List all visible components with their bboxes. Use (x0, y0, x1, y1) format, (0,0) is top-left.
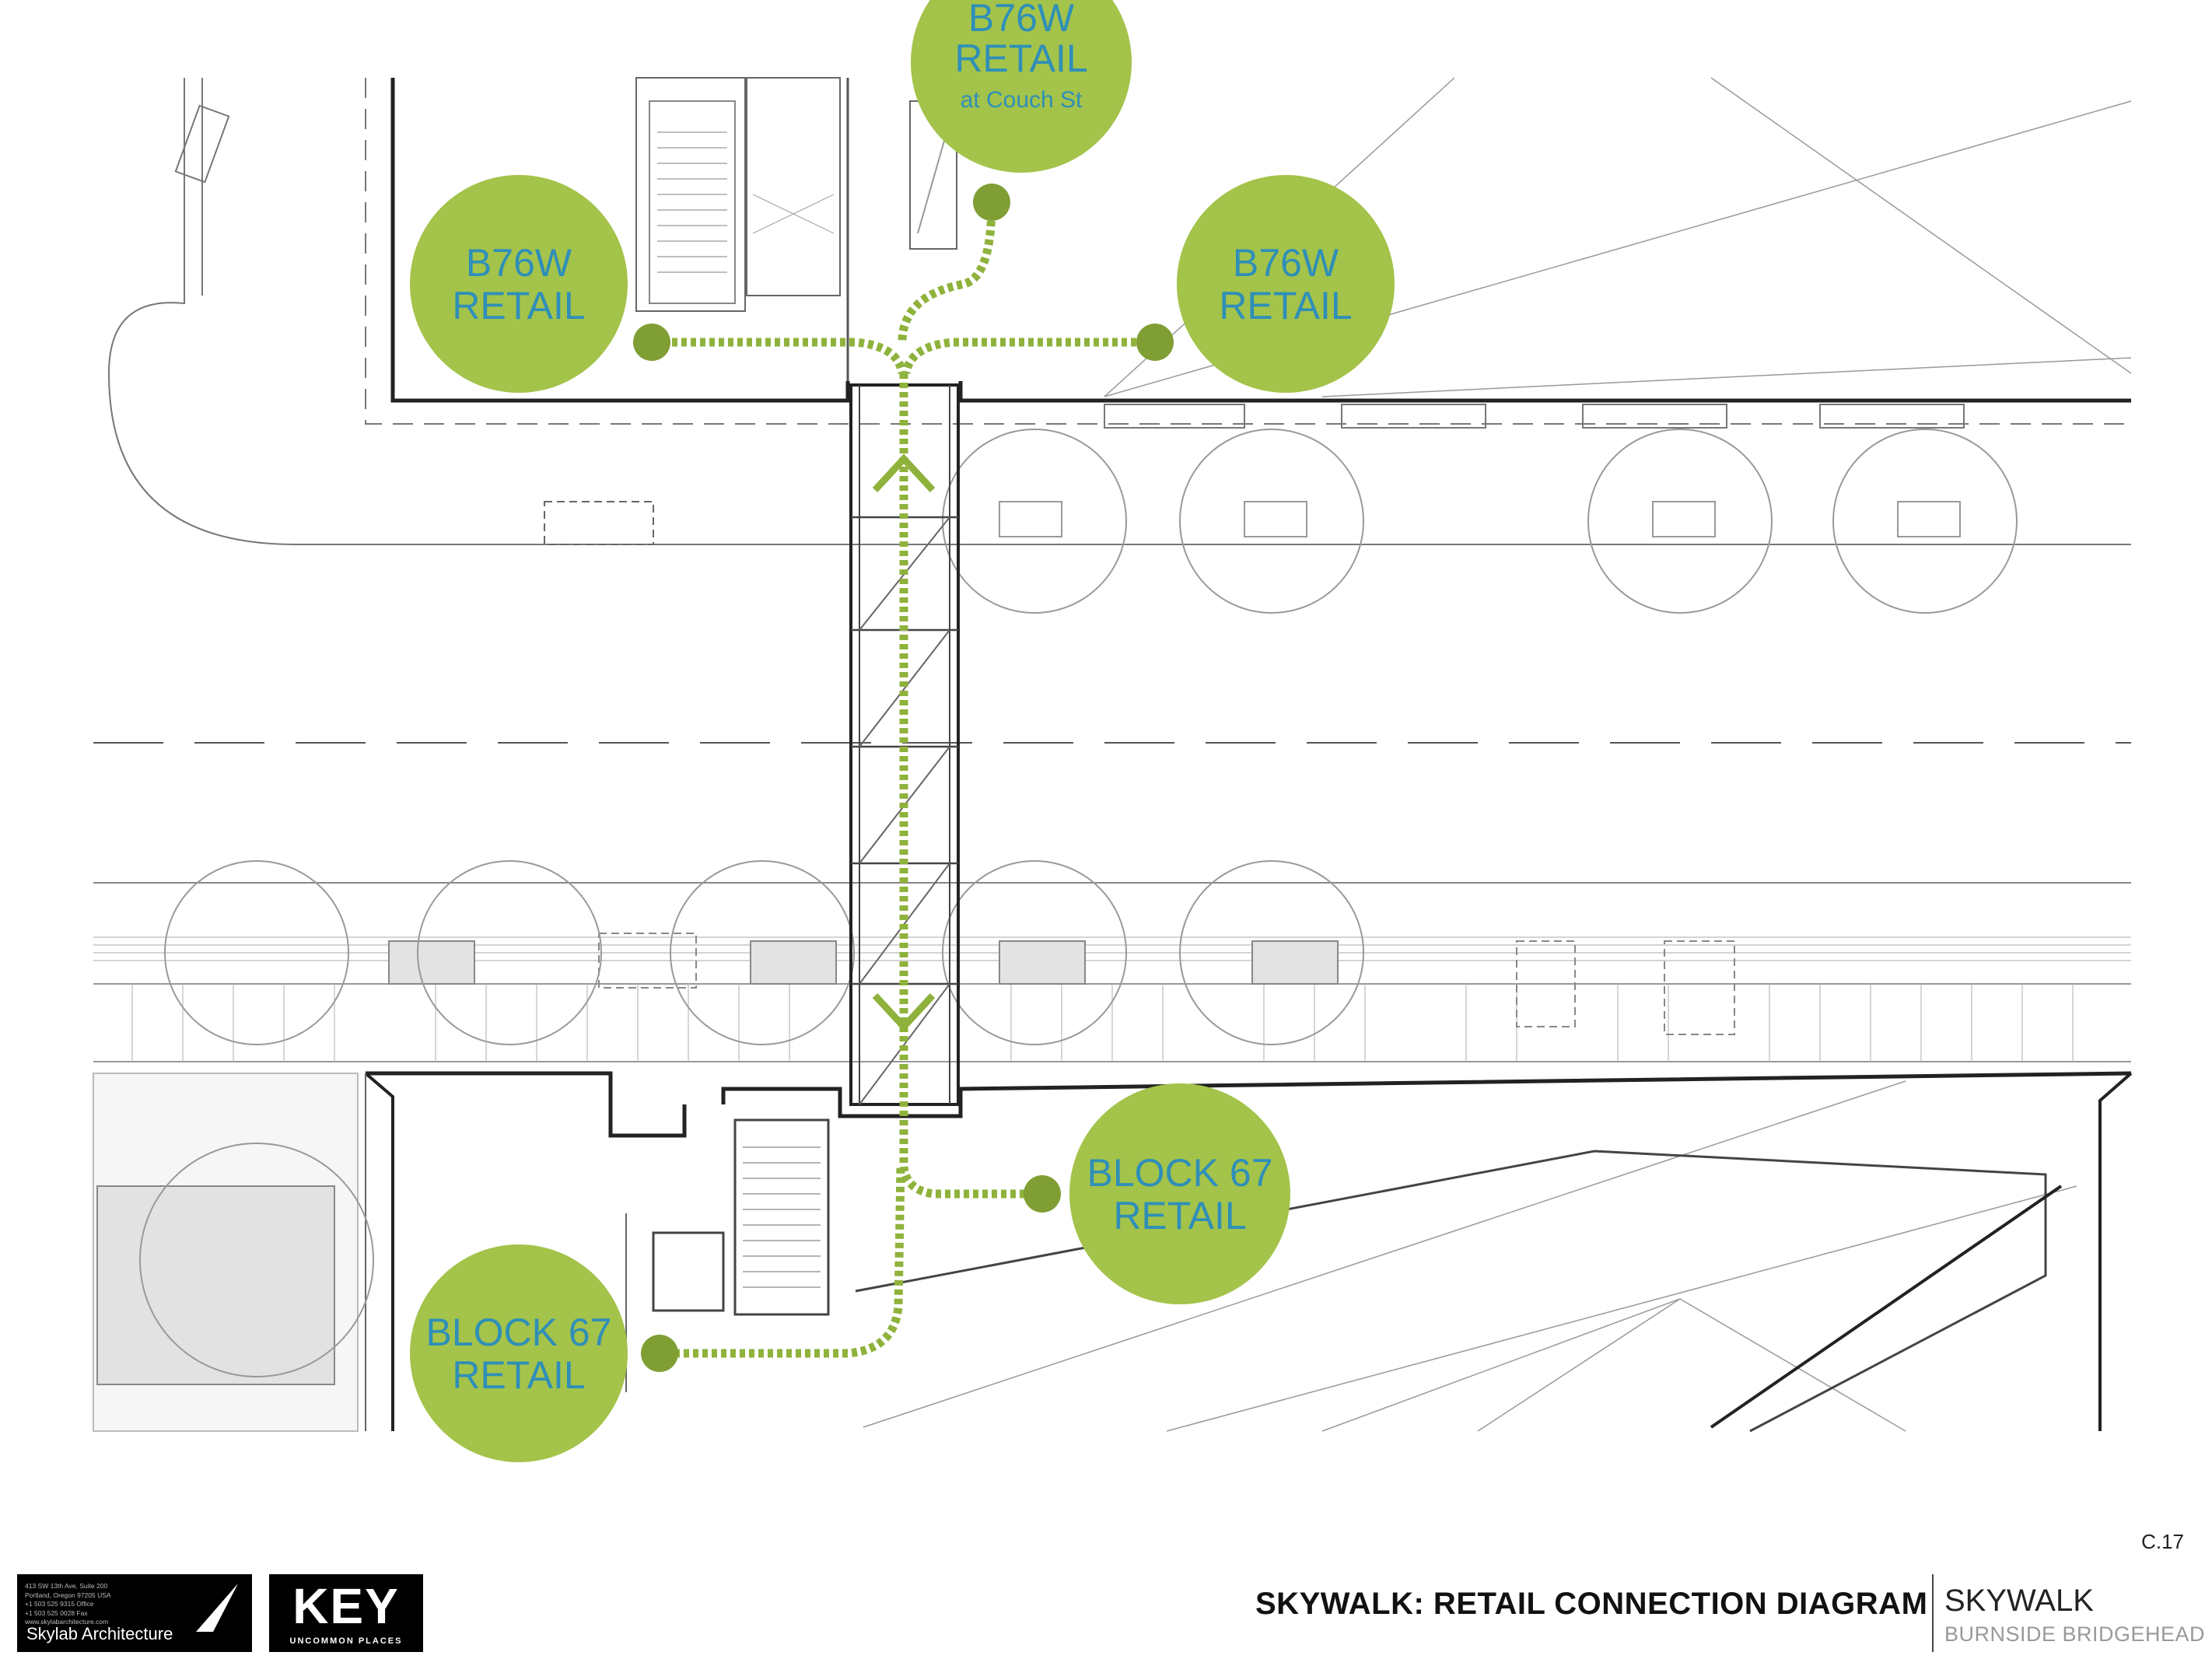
skylab-wedge-icon (196, 1584, 238, 1632)
bubble-circle (410, 1244, 628, 1462)
skywalk-bridge (849, 383, 960, 1106)
bubble-circle (410, 175, 628, 393)
connection-dot (633, 324, 670, 361)
base-linework (93, 77, 2133, 1433)
bubble-label: RETAIL (954, 37, 1087, 80)
skylab-logo: 413 SW 13th Ave, Suite 200 Portland, Ore… (17, 1574, 252, 1652)
arrow-up (872, 453, 936, 493)
title-divider (1932, 1574, 1934, 1652)
connection-dot (1024, 1175, 1061, 1213)
key-wordmark: KEY (292, 1578, 400, 1634)
bubble-circle (1069, 1083, 1290, 1304)
project-location: BURNSIDE BRIDGEHEAD (1944, 1622, 2206, 1646)
path-to-top (898, 201, 996, 343)
firm-name: Skylab Architecture (26, 1624, 173, 1643)
arrow-down (872, 992, 936, 1032)
bubble-label: BLOCK 67 (425, 1311, 611, 1354)
key-tagline: UNCOMMON PLACES (289, 1636, 403, 1646)
path-to-sw (665, 1166, 905, 1358)
project-name: SKYWALK (1944, 1584, 2094, 1618)
bubble-circle (1177, 175, 1395, 393)
connection-paths (653, 201, 1155, 1358)
bubble-label: B76W (1233, 241, 1339, 285)
bubble-label: RETAIL (1219, 284, 1352, 327)
key-logo: KEY UNCOMMON PLACES (269, 1574, 423, 1652)
bubble-circle (911, 0, 1132, 173)
bubble-label: RETAIL (1113, 1194, 1246, 1237)
trees (164, 429, 2018, 1045)
path-to-ne (901, 338, 1155, 375)
path-to-se (899, 1166, 1034, 1199)
firm-address: 413 SW 13th Ave, Suite 200 Portland, Ore… (25, 1582, 111, 1626)
sheet-number: C.17 (2141, 1530, 2184, 1553)
connection-dot (1136, 324, 1174, 361)
bubble-label: B76W (466, 241, 572, 285)
connection-dot (973, 184, 1010, 221)
bubble-label: RETAIL (452, 284, 585, 327)
bubble-label: B76W (968, 0, 1075, 40)
path-to-nw (653, 338, 907, 375)
bubble-label: RETAIL (452, 1353, 585, 1397)
bubble-label: BLOCK 67 (1087, 1151, 1272, 1195)
bubble-label: at Couch St (961, 87, 1083, 113)
connection-dot (641, 1335, 678, 1372)
drawing-title: SKYWALK: RETAIL CONNECTION DIAGRAM (1255, 1587, 1928, 1621)
direction-arrows (872, 453, 936, 1032)
